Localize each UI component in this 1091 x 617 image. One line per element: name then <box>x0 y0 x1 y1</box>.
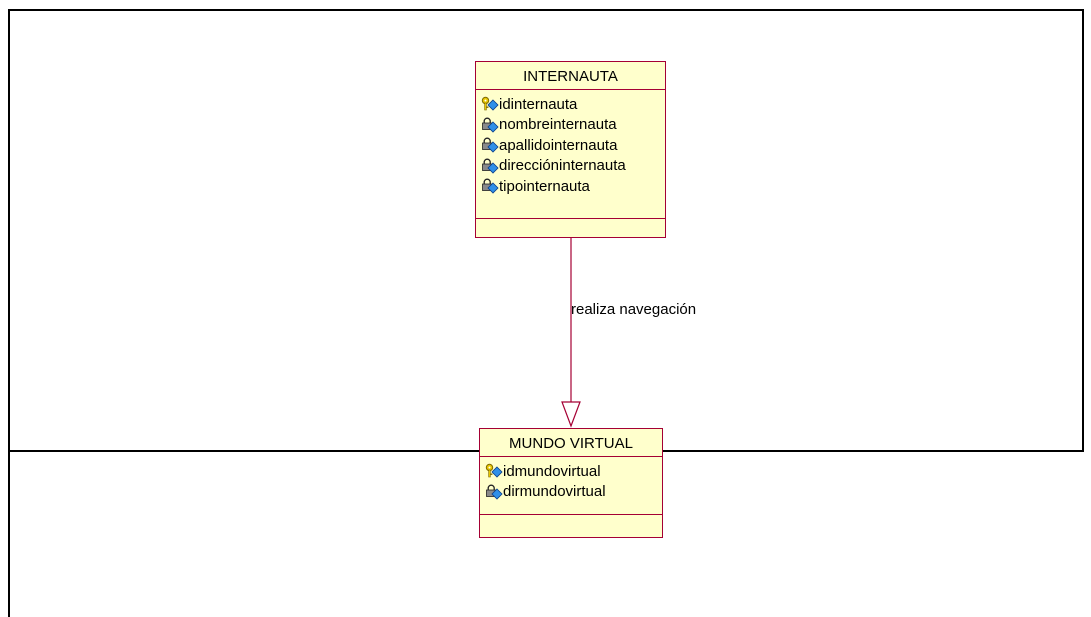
class-mundo-virtual[interactable]: MUNDO VIRTUAL idmundovirtual dirmundovir… <box>479 428 663 538</box>
lock-attribute-icon <box>486 484 503 500</box>
attribute-row[interactable]: apallidointernauta <box>481 135 665 156</box>
attribute-name: tipointernauta <box>499 177 590 195</box>
key-attribute-icon <box>485 464 503 478</box>
attribute-row[interactable]: idinternauta <box>481 94 665 115</box>
attribute-row[interactable]: nombreinternauta <box>481 115 665 136</box>
key-attribute-icon <box>481 97 499 111</box>
lock-attribute-icon <box>482 158 499 174</box>
attribute-name: dirmundovirtual <box>503 483 606 501</box>
attribute-name: apallidointernauta <box>499 136 618 154</box>
attribute-name: direccióninternauta <box>499 157 626 175</box>
attribute-row[interactable]: direccióninternauta <box>481 156 665 177</box>
class-name: MUNDO VIRTUAL <box>480 429 662 457</box>
association-label: realiza navegación <box>571 301 697 318</box>
lock-attribute-icon <box>482 137 499 153</box>
association-arrowhead <box>561 401 581 428</box>
class-name: INTERNAUTA <box>476 62 665 90</box>
attribute-row[interactable]: tipointernauta <box>481 176 665 197</box>
attribute-row[interactable]: dirmundovirtual <box>485 482 662 503</box>
canvas-border-right <box>1082 9 1084 452</box>
canvas-border-top <box>8 9 1084 11</box>
attribute-name: idmundovirtual <box>503 462 601 480</box>
lock-attribute-icon <box>482 117 499 133</box>
attribute-compartment: idinternauta nombreinternauta apallidoin… <box>476 90 665 219</box>
class-internauta[interactable]: INTERNAUTA idinternauta nombreinternauta <box>475 61 666 238</box>
lock-attribute-icon <box>482 178 499 194</box>
attribute-name: idinternauta <box>499 95 578 113</box>
attribute-compartment: idmundovirtual dirmundovirtual <box>480 457 662 515</box>
attribute-row[interactable]: idmundovirtual <box>485 461 662 482</box>
canvas-border-left <box>8 9 10 617</box>
attribute-name: nombreinternauta <box>499 116 617 134</box>
